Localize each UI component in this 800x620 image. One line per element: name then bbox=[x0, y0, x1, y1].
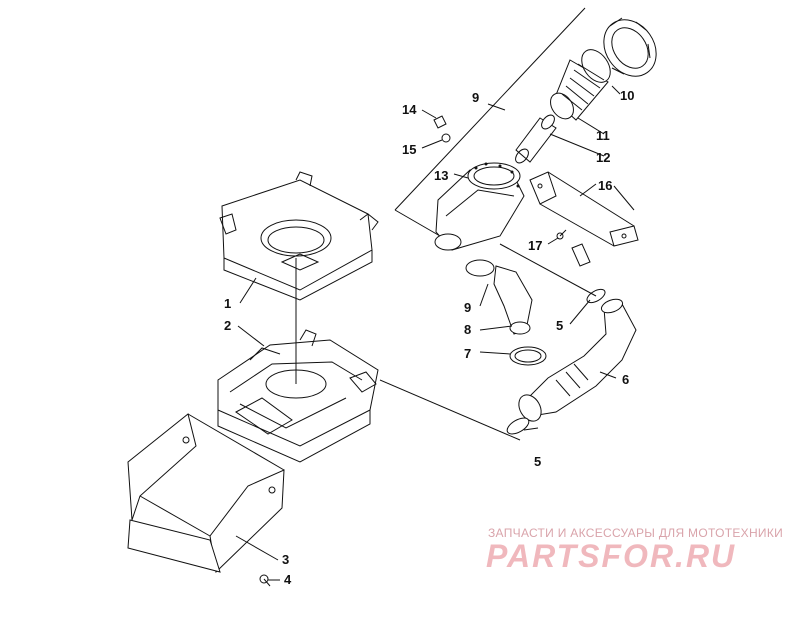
label-9-lower: 9 bbox=[464, 300, 471, 315]
elbow-boot-part bbox=[465, 259, 533, 335]
label-5-lower: 5 bbox=[534, 454, 541, 469]
airbox-cover-part bbox=[219, 171, 379, 301]
screw-part bbox=[259, 574, 271, 587]
bracket-plate-part bbox=[529, 171, 639, 247]
filter-housing-part bbox=[434, 162, 525, 251]
label-13: 13 bbox=[434, 168, 448, 183]
label-6: 6 bbox=[622, 372, 629, 387]
label-10: 10 bbox=[620, 88, 634, 103]
watermark-tagline: ЗАПЧАСТИ И АКСЕССУАРЫ ДЛЯ МОТОТЕХНИКИ bbox=[488, 526, 784, 540]
label-5-upper: 5 bbox=[556, 318, 563, 333]
assembly-frame bbox=[394, 7, 586, 237]
label-3: 3 bbox=[282, 552, 289, 567]
leader-lines bbox=[235, 85, 635, 581]
filter-cap-part bbox=[603, 17, 657, 77]
label-9-upper: 9 bbox=[472, 90, 479, 105]
filter-element-part bbox=[550, 49, 611, 121]
label-12: 12 bbox=[596, 150, 610, 165]
part-labels: 1 2 3 4 5 5 6 7 8 9 9 10 11 12 13 14 15 … bbox=[224, 88, 634, 587]
label-15: 15 bbox=[402, 142, 416, 157]
tube-part bbox=[515, 114, 557, 164]
label-4: 4 bbox=[284, 572, 292, 587]
label-17: 17 bbox=[528, 238, 542, 253]
label-2: 2 bbox=[224, 318, 231, 333]
bracket-part bbox=[127, 413, 285, 574]
label-7: 7 bbox=[464, 346, 471, 361]
intake-duct-part bbox=[518, 298, 637, 422]
airbox-base-part bbox=[217, 329, 379, 463]
screw-washer-part bbox=[433, 115, 451, 143]
label-16: 16 bbox=[598, 178, 612, 193]
label-14: 14 bbox=[402, 102, 417, 117]
label-1: 1 bbox=[224, 296, 231, 311]
fastener-part bbox=[556, 229, 591, 267]
label-11: 11 bbox=[596, 128, 610, 143]
clamp-part bbox=[509, 346, 547, 366]
watermark-logo: PARTSFOR.RU bbox=[486, 538, 737, 574]
label-8: 8 bbox=[464, 322, 471, 337]
